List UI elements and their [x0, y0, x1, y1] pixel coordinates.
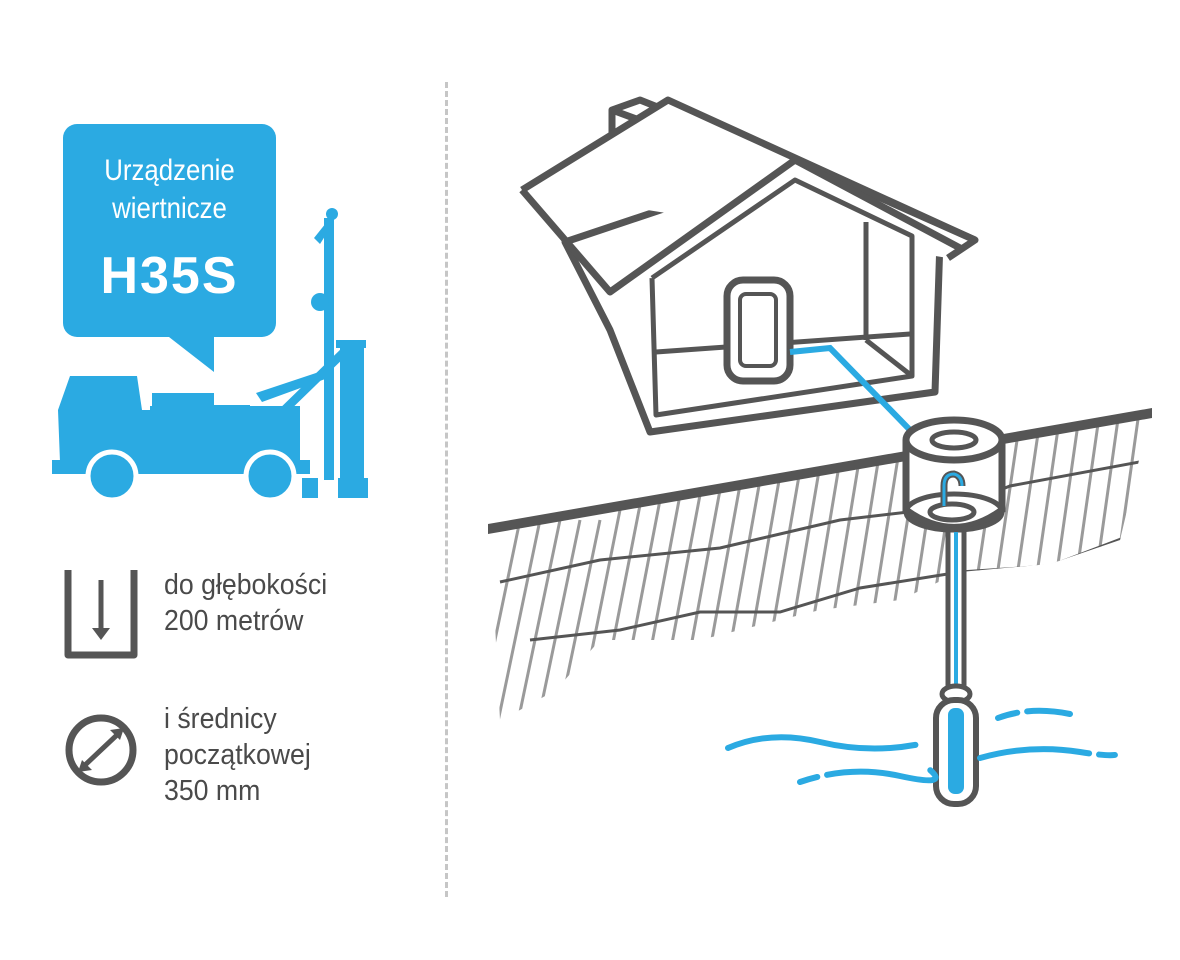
drilling-truck-icon: [52, 208, 368, 503]
speech-bubble-tail: [160, 330, 214, 372]
bubble-title-line1: Urządzenie: [104, 154, 235, 187]
diameter-line3: 350 mm: [164, 775, 261, 807]
soil-hatching: [490, 414, 1150, 720]
depth-line1: do głębokości: [164, 569, 328, 601]
down-arrow-icon: [64, 570, 138, 659]
pressure-tank-icon: [723, 276, 794, 385]
feature-icons: [64, 570, 138, 786]
info-panel: Urządzenie wiertnicze H35S: [0, 0, 440, 960]
dashed-divider: [445, 82, 448, 897]
submersible-pump-icon: [933, 683, 979, 807]
diameter-line2: początkowej: [164, 739, 311, 771]
groundwater-waves: [725, 707, 1124, 785]
diameter-feature-text: i średnicy początkowej 350 mm: [164, 701, 324, 809]
well-pipe: [945, 527, 967, 695]
depth-feature-text: do głębokości 200 metrów: [164, 567, 341, 639]
diameter-icon: [65, 714, 137, 786]
water-pipe: [789, 344, 913, 433]
bubble-title-line2: wiertnicze: [112, 192, 227, 225]
model-name: H35S: [100, 247, 239, 305]
speech-bubble: Urządzenie wiertnicze H35S: [63, 124, 276, 337]
diameter-line1: i średnicy: [164, 703, 277, 735]
depth-line2: 200 metrów: [164, 605, 304, 637]
well-head-icon: [902, 416, 1006, 533]
